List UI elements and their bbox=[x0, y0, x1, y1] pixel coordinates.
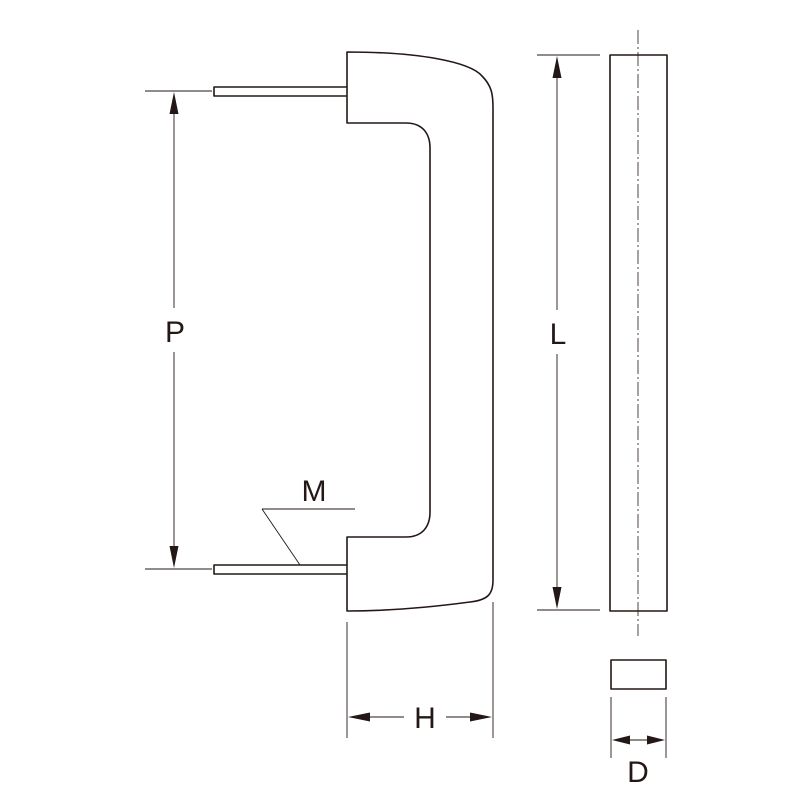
dimension-p: P bbox=[145, 90, 212, 570]
thread-callout-m: M bbox=[261, 475, 355, 566]
dimension-h: H bbox=[346, 602, 494, 738]
arrow-head-l-bottom bbox=[552, 587, 562, 609]
arrow-head-p-bottom bbox=[169, 546, 179, 568]
arrow-head-p-top bbox=[169, 92, 179, 114]
mounting-stud-bottom bbox=[213, 564, 349, 575]
handle-side-view bbox=[609, 30, 668, 636]
dimension-label-m: M bbox=[302, 475, 327, 508]
dimension-label-h: H bbox=[414, 702, 436, 735]
dimension-label-d: D bbox=[627, 756, 649, 789]
handle-body bbox=[346, 51, 494, 612]
mounting-stud-top bbox=[213, 86, 349, 97]
arrow-head-l-top bbox=[552, 56, 562, 78]
handle-front-view bbox=[213, 51, 494, 612]
arrow-head-h-left bbox=[348, 712, 370, 722]
arrow-head-d-left bbox=[612, 735, 630, 745]
dimension-d: D bbox=[610, 697, 667, 789]
handle-end-view bbox=[610, 659, 667, 690]
dimension-label-p: P bbox=[165, 316, 185, 349]
end-view-body bbox=[610, 659, 667, 690]
arrow-head-h-right bbox=[470, 712, 492, 722]
arrow-head-d-right bbox=[647, 735, 665, 745]
side-view-body bbox=[609, 54, 668, 612]
dimension-label-l: L bbox=[550, 318, 567, 351]
dimension-l: L bbox=[537, 54, 600, 611]
